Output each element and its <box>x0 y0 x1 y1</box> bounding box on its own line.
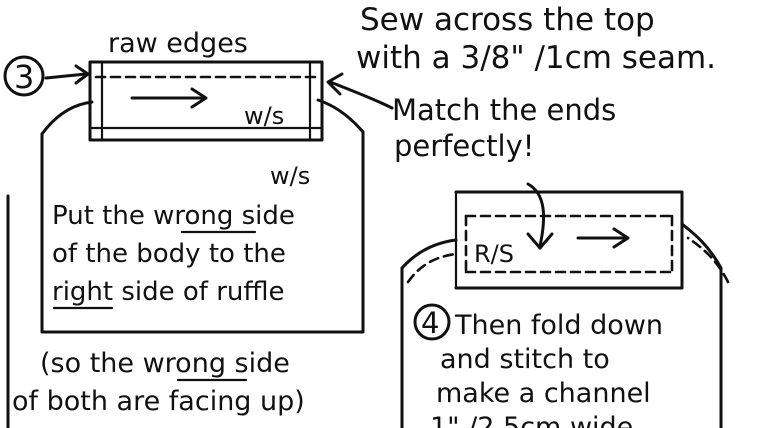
ws-label-outer: w/s <box>270 162 310 190</box>
step-4-line-2: and stitch to <box>440 344 610 375</box>
match-ends-arrow <box>328 74 392 108</box>
match-ends-line-2: perfectly! <box>394 129 534 163</box>
ws-label-inner: w/s <box>244 102 284 130</box>
step-3-pointer-arrow <box>46 66 88 83</box>
step-3-instruction-line-1: Put the wrong side <box>52 201 295 231</box>
raw-edges-label: raw edges <box>108 28 248 59</box>
step-3-instruction-line-3: right side of ruffle <box>52 277 285 307</box>
step-4-line-3: make a channel <box>436 378 651 409</box>
header-line-2: with a 3/8" /1cm seam. <box>356 40 716 76</box>
step-4-badge: 4 <box>415 305 449 340</box>
step-4-number: 4 <box>421 306 439 340</box>
step-3-note-line-2: of both are facing up) <box>12 386 305 417</box>
step-4-line-1: Then fold down <box>454 310 663 341</box>
rs-label: R/S <box>474 240 514 268</box>
step-3-badge: 3 <box>5 57 43 96</box>
match-ends-line-1: Match the ends <box>392 93 616 127</box>
step-3-number: 3 <box>14 58 34 96</box>
step-3-note-line-1: (so the wrong side <box>40 348 290 379</box>
step-4-line-4: 1" /2.5cm wide <box>430 412 633 428</box>
step-3-instruction-line-2: of the body to the <box>52 239 286 269</box>
header-line-1: Sew across the top <box>360 2 655 38</box>
